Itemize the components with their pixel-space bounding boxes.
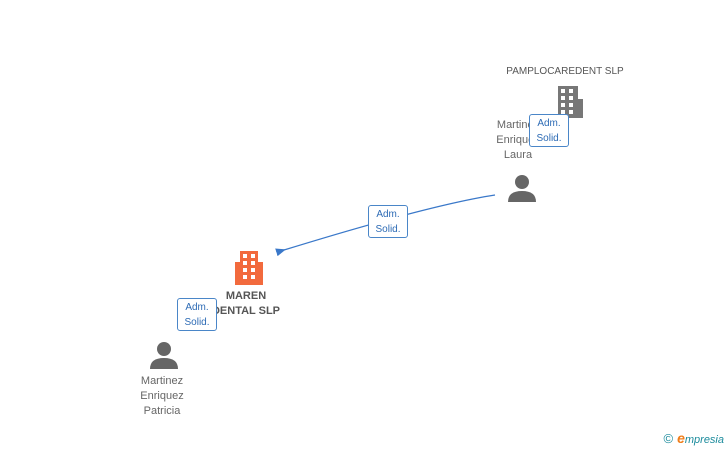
relation-badge-middle-line1: Adm. bbox=[376, 209, 400, 220]
edge-person-to-focus-company bbox=[275, 194, 496, 257]
bottom-person-name-line1: Martinez bbox=[140, 375, 184, 387]
person-icon[interactable] bbox=[507, 173, 537, 203]
bottom-person-name[interactable]: Martinez Enriquez Patricia bbox=[122, 374, 202, 419]
top-person-name-line2: Enriquez bbox=[496, 134, 540, 146]
copyright-symbol: © bbox=[663, 431, 674, 446]
relation-badge-top[interactable]: Adm. Solid. bbox=[529, 114, 569, 147]
person-icon[interactable] bbox=[149, 340, 179, 370]
empresia-watermark: ©empresia bbox=[663, 430, 724, 446]
relation-badge-top-line1: Adm. bbox=[537, 118, 561, 129]
brand-name: mpresia bbox=[684, 434, 724, 446]
top-person-name[interactable]: Martinez Enriquez Laura bbox=[478, 118, 558, 163]
bottom-person-name-line2: Enriquez bbox=[140, 390, 184, 402]
relation-badge-top-line2: Solid. bbox=[536, 133, 562, 144]
building-icon[interactable] bbox=[234, 250, 264, 286]
relation-badge-bottom-line1: Adm. bbox=[185, 302, 209, 313]
relation-badge-bottom-line2: Solid. bbox=[184, 317, 210, 328]
relation-badge-bottom[interactable]: Adm. Solid. bbox=[177, 298, 217, 331]
focus-company-name-line2: DENTAL SLP bbox=[211, 305, 281, 317]
relation-badge-middle-line2: Solid. bbox=[375, 224, 401, 235]
relation-badge-middle[interactable]: Adm. Solid. bbox=[368, 205, 408, 238]
top-company-name[interactable]: PAMPLOCAREDENT SLP bbox=[506, 66, 624, 77]
focus-company-name[interactable]: MAREN DENTAL SLP bbox=[196, 289, 296, 319]
top-person-name-line1: Martinez bbox=[496, 119, 540, 131]
top-person-name-line3: Laura bbox=[503, 149, 533, 161]
brand-initial: e bbox=[677, 430, 685, 446]
focus-company-name-line1: MAREN bbox=[225, 290, 267, 302]
bottom-person-name-line3: Patricia bbox=[143, 405, 181, 417]
